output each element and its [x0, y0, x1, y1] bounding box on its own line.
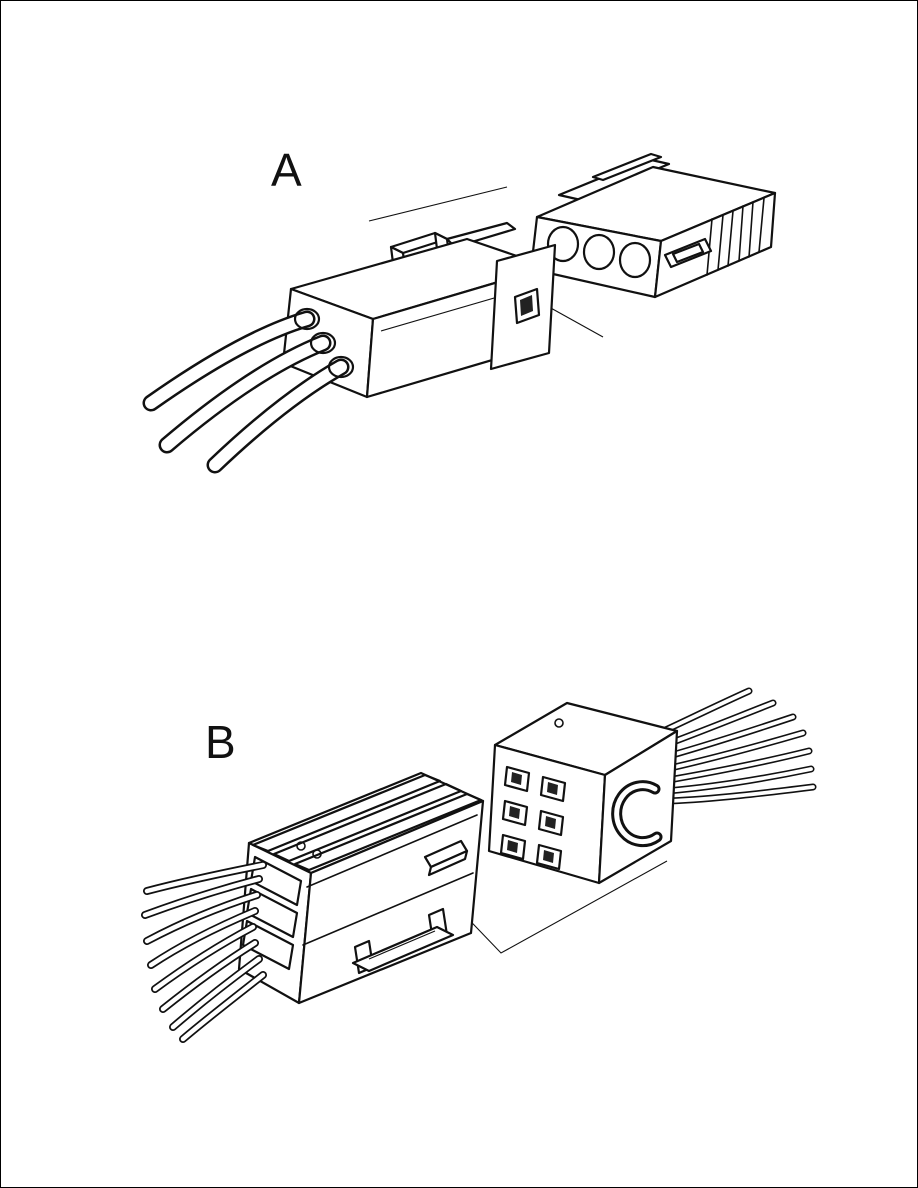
receptacle-block-b: [487, 701, 679, 885]
latch-tab-b: [423, 839, 469, 877]
lock-clip-b: [351, 907, 455, 975]
leader-line-b: [452, 860, 668, 954]
terminal-cavities-b: [499, 765, 567, 871]
figure-label-a: A: [271, 144, 302, 196]
wire-bundle-b-left: [141, 861, 267, 1043]
socket-cavities-a: [546, 225, 652, 279]
cover-ridges-b: [251, 773, 483, 872]
panel-a-drawing: [142, 152, 777, 474]
end-cavities-b: [241, 855, 303, 971]
plug-a: [142, 221, 557, 474]
socket-housing-a: [529, 152, 777, 299]
keyway-slot-b: [611, 780, 663, 848]
wire-bundle-b-right: [629, 687, 817, 805]
cable-bundle-a: [142, 307, 355, 474]
release-slot-a: [663, 237, 713, 269]
end-plate-a: [489, 243, 557, 371]
leader-line-a: [368, 186, 604, 338]
figure-label-b: B: [205, 716, 236, 768]
plug-body-b: [237, 771, 485, 1005]
panel-b-drawing: [141, 687, 817, 1043]
